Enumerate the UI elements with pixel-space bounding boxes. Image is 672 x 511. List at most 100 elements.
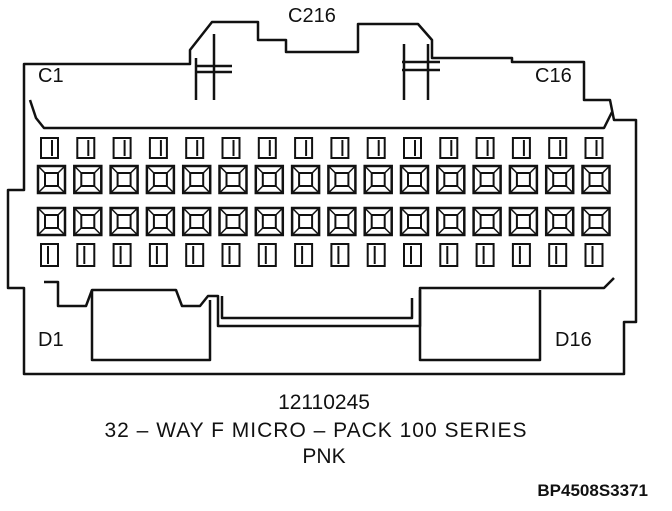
terminal-latch-bottom <box>511 243 531 267</box>
terminal-latch-top <box>330 137 350 159</box>
pin-cavity-c-inner <box>298 172 314 187</box>
pin-cavity-d-chamfer <box>400 207 429 236</box>
pin-cavity-c <box>254 164 285 195</box>
pin-cavity-d-chamfer <box>436 207 465 236</box>
pin-cavity-c-inner <box>225 172 241 187</box>
pin-cavity-c-chamfer <box>400 165 429 194</box>
pin-cavity-d-inner <box>80 214 96 229</box>
lower-tab-left <box>90 290 212 362</box>
pin-cavity-c <box>145 164 176 195</box>
pin-cavity-d <box>327 206 357 237</box>
pin-cavity-c <box>436 164 466 195</box>
pin-cavity-d-inner <box>189 214 205 229</box>
pin-cavity-c-inner <box>334 172 350 187</box>
terminal-latch-bottom <box>294 243 314 267</box>
terminal-latch-top <box>584 137 604 159</box>
pin-grid <box>36 137 611 267</box>
pin-cavity-d-inner <box>152 214 168 229</box>
pin-cavity-c-inner <box>443 172 459 187</box>
terminal-latch-bottom <box>548 243 568 267</box>
pin-cavity-c-chamfer <box>255 165 284 194</box>
pin-cavity-c <box>544 164 575 195</box>
pin-cavity-d <box>181 206 212 237</box>
terminal-latch-top <box>294 137 314 159</box>
connector-color: PNK <box>302 445 346 468</box>
pin-cavity-c <box>181 164 212 195</box>
terminal-latch-bottom <box>112 243 132 267</box>
terminal-latch-bottom <box>439 243 459 267</box>
connector-inner-shroud <box>28 99 614 130</box>
pin-cavity-d-inner <box>116 214 132 229</box>
connector-housing-outline <box>6 20 638 376</box>
pin-cavity-d <box>544 206 575 237</box>
pin-cavity-d-chamfer <box>545 207 574 236</box>
pin-cavity-c-chamfer <box>545 165 574 194</box>
pin-cavity-d-chamfer <box>581 207 611 236</box>
pin-cavity-d-inner <box>44 214 59 229</box>
pin-cavity-c-inner <box>80 172 96 187</box>
pin-label-d1: D1 <box>38 329 64 351</box>
pin-cavity-d-inner <box>588 214 604 229</box>
pin-cavity-c-chamfer <box>146 165 175 194</box>
pin-cavity-d-inner <box>515 214 531 229</box>
terminal-latch-top <box>112 137 132 159</box>
pin-cavity-c-inner <box>189 172 205 187</box>
terminal-latch-bottom <box>403 243 422 267</box>
pin-cavity-d-chamfer <box>218 207 248 236</box>
terminal-latch-top <box>221 137 241 159</box>
pin-cavity-d-inner <box>261 214 277 229</box>
pin-cavity-c-chamfer <box>73 165 102 194</box>
pin-cavity-c-inner <box>515 172 531 187</box>
pin-cavity-c-inner <box>407 172 422 187</box>
pin-cavity-c-inner <box>552 172 568 187</box>
pin-cavity-d-chamfer <box>509 207 538 236</box>
pin-cavity-c <box>581 164 611 195</box>
terminal-latch-bottom <box>584 243 604 267</box>
pin-cavity-d <box>508 206 539 237</box>
terminal-latch-top <box>403 137 422 159</box>
pin-cavity-d-chamfer <box>364 207 393 236</box>
pin-cavity-d <box>472 206 502 237</box>
pin-cavity-d-chamfer <box>37 207 66 236</box>
terminal-latch-top <box>511 137 531 159</box>
connector-description: 32 – WAY F MICRO – PACK 100 SERIES <box>104 419 528 442</box>
pin-cavity-c-chamfer <box>509 165 538 194</box>
pin-cavity-c <box>399 164 430 195</box>
pin-cavity-d <box>145 206 176 237</box>
pin-cavity-c-chamfer <box>218 165 248 194</box>
terminal-latch-top <box>439 137 459 159</box>
pin-cavity-d-inner <box>298 214 314 229</box>
pin-cavity-d-inner <box>443 214 459 229</box>
pin-cavity-c-chamfer <box>37 165 66 194</box>
terminal-latch-bottom <box>148 243 168 267</box>
pin-cavity-c <box>327 164 357 195</box>
pin-label-c16: C16 <box>535 65 572 87</box>
pin-cavity-d <box>290 206 321 237</box>
terminal-latch-top <box>148 137 168 159</box>
latch-right <box>402 44 440 100</box>
terminal-latch-top <box>548 137 568 159</box>
pin-cavity-d <box>73 206 103 237</box>
pin-cavity-d-inner <box>370 214 386 229</box>
pin-cavity-c-inner <box>44 172 59 187</box>
terminal-latch-top <box>257 137 277 159</box>
terminal-latch-bottom <box>330 243 350 267</box>
pin-cavity-c-chamfer <box>436 165 465 194</box>
terminal-latch-bottom <box>257 243 277 267</box>
pin-cavity-c-chamfer <box>327 165 356 194</box>
pin-cavity-c <box>472 164 502 195</box>
connector-id-label: C216 <box>288 5 336 27</box>
pin-cavity-c-inner <box>479 172 495 187</box>
terminal-latch-bottom <box>221 243 241 267</box>
terminal-latch-top <box>475 137 495 159</box>
pin-label-c1: C1 <box>38 65 64 87</box>
terminal-latch-bottom <box>185 243 205 267</box>
pin-cavity-c <box>36 164 67 195</box>
pin-cavity-d-chamfer <box>73 207 102 236</box>
pin-cavity-d-chamfer <box>110 207 139 236</box>
figure-reference: BP4508S3371 <box>537 481 648 500</box>
pin-cavity-c-inner <box>588 172 604 187</box>
pin-cavity-d-chamfer <box>327 207 356 236</box>
